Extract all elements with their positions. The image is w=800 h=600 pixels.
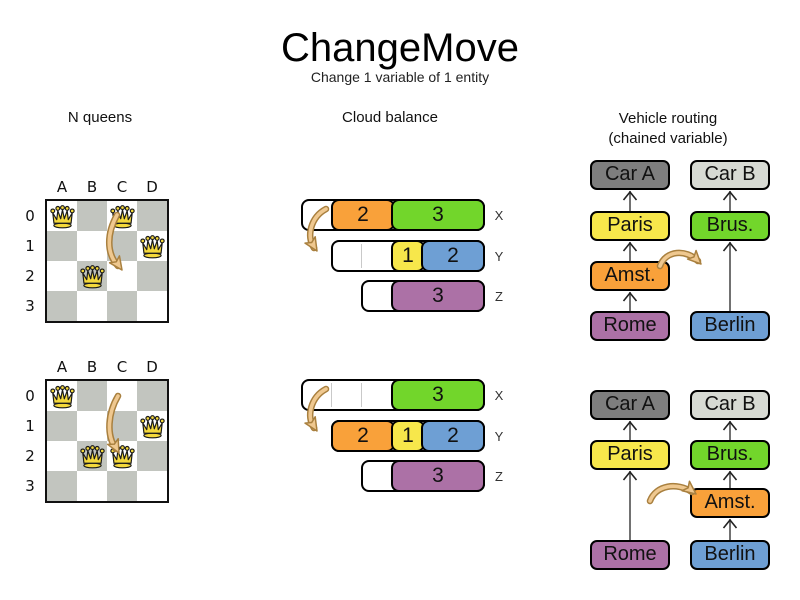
section-label-cloud-balance: Cloud balance: [342, 109, 438, 126]
board-col-label: C: [116, 178, 128, 196]
cloud-process-block: 3: [391, 199, 485, 231]
vehicle-routing-label: Vehicle routing: [618, 110, 718, 127]
queen-icon: [79, 443, 106, 470]
nqueens-board-after: [45, 379, 169, 503]
cloud-computer-label: Y: [494, 429, 504, 444]
cloud-computer-z-before: 3: [361, 280, 485, 312]
cloud-computer-label: Y: [494, 249, 504, 264]
section-label-vehicle-routing: Vehicle routing (chained variable): [568, 109, 768, 149]
cloud-computer-label: Z: [495, 469, 503, 484]
vehicle-node-berlin-after: Berlin: [690, 540, 770, 570]
queen-icon: [79, 263, 106, 290]
board-cell: [47, 231, 77, 261]
diagram-title: ChangeMove: [281, 26, 519, 70]
cloud-process-block: 2: [421, 420, 485, 452]
queen-icon: [109, 203, 136, 230]
board-col-label: B: [86, 178, 98, 196]
unit-divider-line: [331, 383, 332, 407]
board-cell: [107, 381, 137, 411]
unit-divider-line: [361, 383, 362, 407]
board-cell: [77, 471, 107, 501]
unit-divider-line: [361, 244, 362, 268]
board-cell: [107, 411, 137, 441]
board-row-label: 0: [25, 387, 35, 405]
board-cell: [107, 291, 137, 321]
board-cell: [77, 381, 107, 411]
board-row-label: 3: [25, 297, 35, 315]
queen-icon: [109, 443, 136, 470]
cloud-computer-label: Z: [495, 289, 503, 304]
cloud-process-block: 3: [391, 460, 485, 492]
board-cell: [107, 261, 137, 291]
board-col-label: B: [86, 358, 98, 376]
cloud-computer-x-after: 3: [301, 379, 485, 411]
board-col-label: C: [116, 358, 128, 376]
vehicle-node-berlin-before: Berlin: [690, 311, 770, 341]
board-row-label: 3: [25, 477, 35, 495]
cloud-computer-z-after: 3: [361, 460, 485, 492]
cloud-process-block: 1: [391, 420, 425, 452]
vehicle-node-carb-after: Car B: [690, 390, 770, 420]
cloud-computer-label: X: [494, 388, 504, 403]
vehicle-node-rome-before: Rome: [590, 311, 670, 341]
board-cell: [47, 291, 77, 321]
board-cell: [47, 441, 77, 471]
board-cell: [137, 291, 167, 321]
vehicle-node-rome-after: Rome: [590, 540, 670, 570]
cloud-process-block: 2: [421, 240, 485, 272]
board-row-label: 2: [25, 267, 35, 285]
cloud-computer-label: X: [494, 208, 504, 223]
board-row-label: 1: [25, 417, 35, 435]
section-label-nqueens: N queens: [67, 109, 133, 126]
queen-icon: [139, 413, 166, 440]
vehicle-routing-sublabel: (chained variable): [608, 130, 728, 147]
board-cell: [77, 231, 107, 261]
vehicle-node-cara-before: Car A: [590, 160, 670, 190]
board-cell: [47, 471, 77, 501]
cloud-process-block: 2: [331, 420, 395, 452]
cloud-process-block: 1: [391, 240, 425, 272]
queen-icon: [49, 203, 76, 230]
cloud-process-block: 3: [391, 280, 485, 312]
board-col-label: D: [146, 178, 158, 196]
vehicle-node-carb-before: Car B: [690, 160, 770, 190]
queen-icon: [49, 383, 76, 410]
vehicle-node-brus-after: Brus.: [690, 440, 770, 470]
vehicle-node-brus-before: Brus.: [690, 211, 770, 241]
board-cell: [77, 291, 107, 321]
board-col-label: A: [56, 358, 68, 376]
vehicle-node-paris-before: Paris: [590, 211, 670, 241]
board-cell: [77, 411, 107, 441]
cloud-process-block: 2: [331, 199, 395, 231]
board-cell: [137, 381, 167, 411]
vehicle-node-amst-after: Amst.: [690, 488, 770, 518]
diagram-subtitle: Change 1 variable of 1 entity: [310, 69, 490, 85]
vehicle-node-amst-before: Amst.: [590, 261, 670, 291]
board-cell: [47, 411, 77, 441]
board-cell: [137, 471, 167, 501]
board-col-label: D: [146, 358, 158, 376]
board-cell: [137, 201, 167, 231]
board-cell: [107, 471, 137, 501]
vehicle-node-cara-after: Car A: [590, 390, 670, 420]
board-cell: [137, 261, 167, 291]
queen-icon: [139, 233, 166, 260]
board-cell: [107, 231, 137, 261]
vehicle-node-paris-after: Paris: [590, 440, 670, 470]
board-row-label: 2: [25, 447, 35, 465]
board-cell: [137, 441, 167, 471]
nqueens-board-before: [45, 199, 169, 323]
board-col-label: A: [56, 178, 68, 196]
cloud-process-block: 3: [391, 379, 485, 411]
board-row-label: 0: [25, 207, 35, 225]
board-cell: [77, 201, 107, 231]
board-row-label: 1: [25, 237, 35, 255]
board-cell: [47, 261, 77, 291]
